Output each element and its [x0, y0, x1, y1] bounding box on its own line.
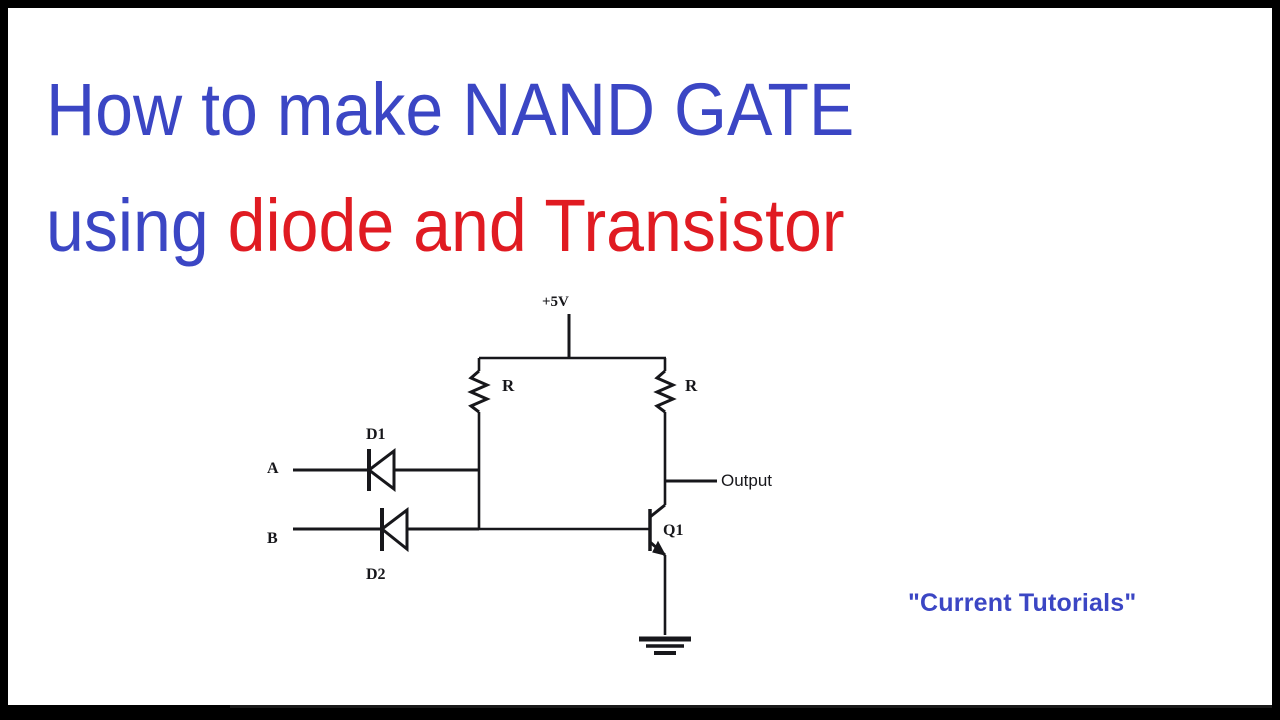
resistor-left-symbol [467, 369, 491, 414]
diode-d1-label: D1 [366, 426, 386, 443]
title-line-2: using diode and Transistor [46, 168, 1058, 284]
bottom-rule-dark [8, 705, 230, 710]
title-line-1-text: How to make NAND GATE [46, 68, 855, 151]
title-line-1: How to make NAND GATE [46, 52, 1058, 168]
resistor-right-symbol [653, 369, 677, 414]
diode-d2-label: D2 [366, 566, 386, 583]
title-line-2-text-red: diode and Transistor [227, 184, 845, 267]
diode-d2-triangle [379, 506, 409, 553]
transistor-q1-label: Q1 [663, 522, 684, 539]
output-label: Output [721, 471, 773, 490]
supply-label: +5V [542, 294, 569, 310]
title-block: How to make NAND GATE using diode and Tr… [46, 52, 1146, 284]
circuit-diagram: +5V R R D1 D2 A B Q1 Output [8, 8, 1272, 705]
resistor-right-label: R [685, 376, 698, 395]
diode-d1-triangle [366, 447, 396, 493]
resistor-left-label: R [502, 376, 515, 395]
transistor-emitter-arrow [652, 540, 667, 556]
channel-watermark: "Current Tutorials" [908, 589, 1137, 617]
title-line-2-text-blue: using [46, 184, 228, 267]
input-a-label: A [267, 460, 279, 477]
transistor-collector-lead [649, 503, 666, 519]
input-b-label: B [267, 530, 278, 547]
circuit-svg [293, 314, 717, 655]
slide-canvas: How to make NAND GATE using diode and Tr… [8, 8, 1272, 705]
bottom-rule-light [230, 705, 1272, 708]
